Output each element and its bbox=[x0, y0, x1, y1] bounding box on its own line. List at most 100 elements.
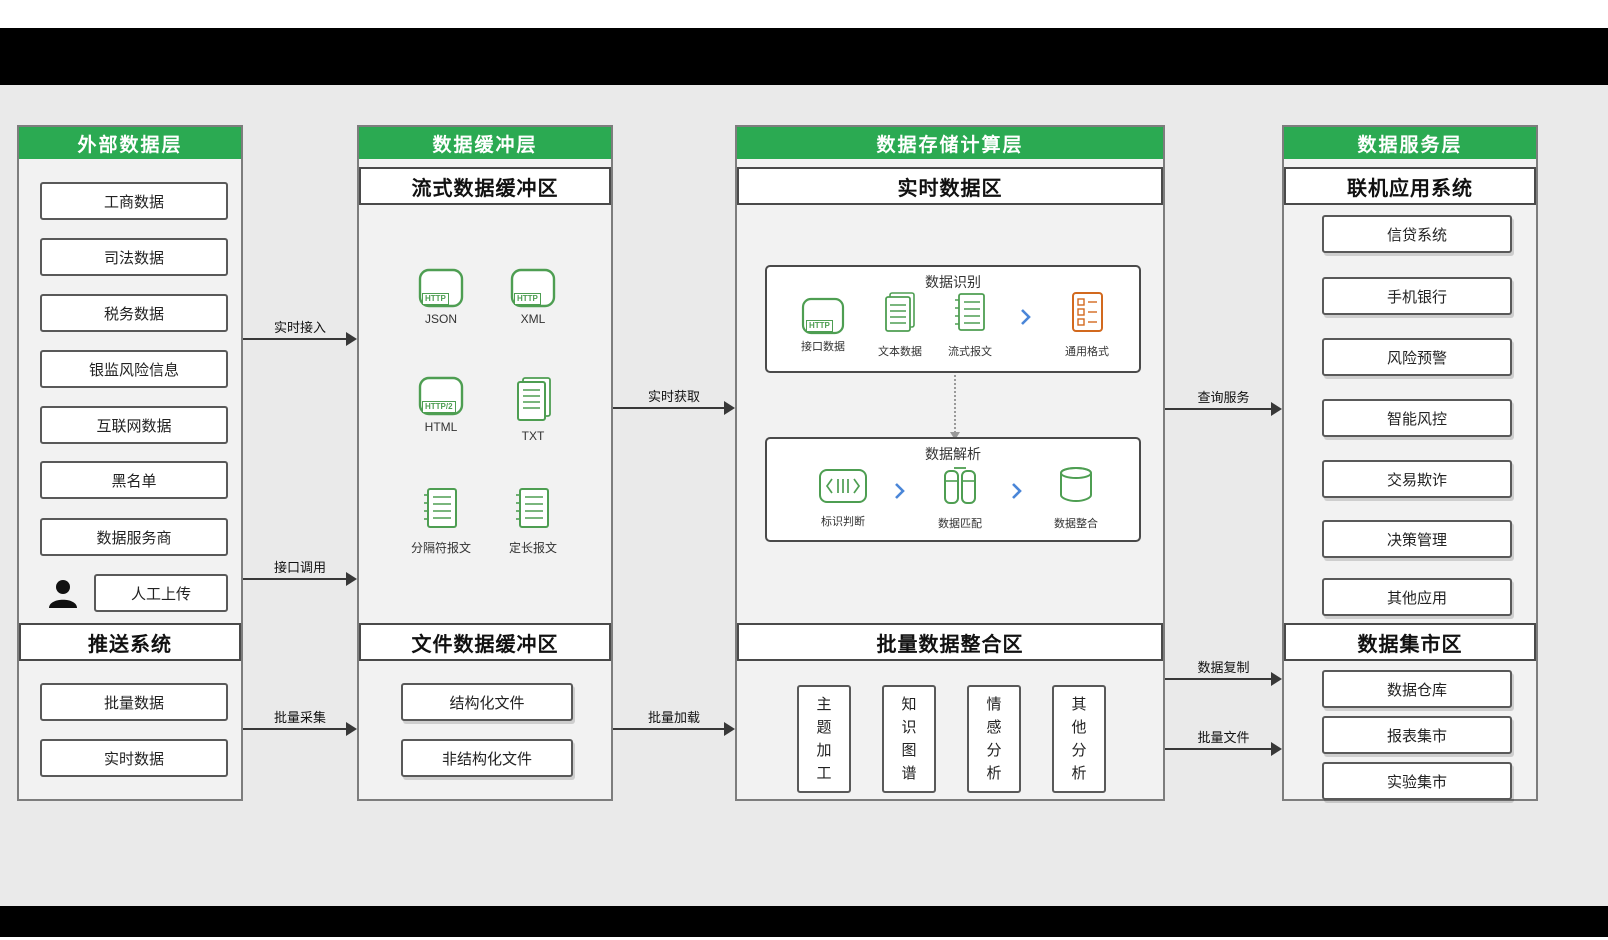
txt-format-item: TXT bbox=[489, 375, 577, 443]
data-buffer-layer-column: 数据缓冲层 流式数据缓冲区 HTTP JSON HTTP XML HTTP/2 … bbox=[357, 125, 613, 801]
data-mart-subheader: 数据集市区 bbox=[1284, 623, 1536, 661]
txt-label: TXT bbox=[521, 429, 545, 443]
json-format-item: HTTP JSON bbox=[397, 267, 485, 326]
html-label: HTML bbox=[424, 420, 458, 434]
online-app-risk-warning: 风险预警 bbox=[1322, 338, 1512, 376]
arrow-label: 查询服务 bbox=[1197, 390, 1250, 405]
stream-buffer-subheader: 流式数据缓冲区 bbox=[359, 167, 611, 205]
arrow-label: 实时获取 bbox=[647, 389, 700, 404]
text-data-icon bbox=[881, 291, 919, 340]
push-system-subheader: 推送系统 bbox=[19, 623, 241, 661]
data-merge-item: 数据整合 bbox=[1038, 463, 1114, 531]
data-recognition-title: 数据识别 bbox=[925, 274, 981, 290]
online-app-transaction-fraud: 交易欺诈 bbox=[1322, 460, 1512, 498]
batch-item-knowledge-graph: 知识图谱 bbox=[882, 685, 936, 793]
data-merge-label: 数据整合 bbox=[1054, 518, 1098, 530]
file-buffer-subheader: 文件数据缓冲区 bbox=[359, 623, 611, 661]
delimiter-message-icon bbox=[420, 485, 462, 536]
data-recognition-panel: 数据识别 HTTP 接口数据 文本数据 bbox=[765, 265, 1141, 373]
interface-data-label: 接口数据 bbox=[801, 341, 845, 353]
data-buffer-layer-header: 数据缓冲层 bbox=[359, 127, 611, 159]
online-apps-subheader: 联机应用系统 bbox=[1284, 167, 1536, 205]
file-item-unstructured: 非结构化文件 bbox=[401, 739, 573, 777]
arrow-label: 批量文件 bbox=[1197, 730, 1250, 745]
http-badge: HTTP bbox=[422, 293, 449, 305]
online-app-decision-mgmt: 决策管理 bbox=[1322, 520, 1512, 558]
online-app-other-apps: 其他应用 bbox=[1322, 578, 1512, 616]
xml-icon: HTTP bbox=[509, 267, 557, 309]
fixed-length-message-label: 定长报文 bbox=[508, 541, 557, 555]
data-match-label: 数据匹配 bbox=[938, 518, 982, 530]
interface-data-icon: HTTP bbox=[801, 297, 845, 335]
interface-data-item: HTTP 接口数据 bbox=[786, 297, 860, 354]
chevron-right-icon bbox=[1010, 481, 1024, 506]
bottom-black-bar bbox=[0, 906, 1608, 937]
text-data-label: 文本数据 bbox=[878, 346, 922, 358]
online-app-smart-risk-ctrl: 智能风控 bbox=[1322, 399, 1512, 437]
data-match-icon bbox=[938, 463, 982, 512]
person-icon bbox=[45, 576, 81, 617]
external-item-business-data: 工商数据 bbox=[40, 182, 228, 220]
manual-upload-box: 人工上传 bbox=[94, 574, 228, 612]
external-data-layer-column: 外部数据层 工商数据 司法数据 税务数据 银监风险信息 互联网数据 黑名单 数据… bbox=[17, 125, 243, 801]
arrow-query-service: 查询服务 bbox=[1165, 390, 1282, 423]
common-format-label: 通用格式 bbox=[1065, 346, 1109, 358]
arrow-realtime-access: 实时接入 bbox=[243, 320, 357, 353]
batch-item-other-analysis: 其他分析 bbox=[1052, 685, 1106, 793]
push-item-realtime-data: 实时数据 bbox=[40, 739, 228, 777]
file-item-structured: 结构化文件 bbox=[401, 683, 573, 721]
arrow-batch-file: 批量文件 bbox=[1165, 730, 1282, 763]
text-data-item: 文本数据 bbox=[863, 291, 937, 359]
id-judge-item: 标识判断 bbox=[805, 467, 881, 529]
data-service-layer-column: 数据服务层 联机应用系统 信贷系统 手机银行 风险预警 智能风控 交易欺诈 决策… bbox=[1282, 125, 1538, 801]
xml-label: XML bbox=[520, 312, 546, 326]
top-black-bar bbox=[0, 28, 1608, 85]
id-judge-icon bbox=[818, 467, 868, 510]
id-judge-label: 标识判断 bbox=[821, 516, 865, 528]
fixed-length-message-icon bbox=[512, 485, 554, 536]
xml-format-item: HTTP XML bbox=[489, 267, 577, 326]
mart-item-experiment-mart: 实验集市 bbox=[1322, 762, 1512, 800]
arrow-label: 接口调用 bbox=[273, 560, 326, 575]
online-app-credit-system: 信贷系统 bbox=[1322, 215, 1512, 253]
arrow-batch-collect: 批量采集 bbox=[243, 710, 357, 743]
delimiter-message-item: 分隔符报文 bbox=[397, 485, 485, 556]
common-format-item: 通用格式 bbox=[1050, 291, 1124, 359]
arrow-data-copy: 数据复制 bbox=[1165, 660, 1282, 693]
json-label: JSON bbox=[424, 312, 457, 326]
stream-message-icon bbox=[951, 291, 989, 340]
http-badge: HTTP bbox=[806, 320, 833, 332]
arrow-batch-load: 批量加载 bbox=[613, 710, 735, 743]
txt-icon bbox=[512, 375, 554, 426]
external-data-layer-header: 外部数据层 bbox=[19, 127, 241, 159]
chevron-right-icon bbox=[893, 481, 907, 506]
arrow-label: 数据复制 bbox=[1197, 660, 1250, 675]
dotted-arrow-down-icon bbox=[950, 375, 960, 440]
data-parsing-title: 数据解析 bbox=[925, 446, 981, 462]
mart-item-data-warehouse: 数据仓库 bbox=[1322, 670, 1512, 708]
http-badge: HTTP bbox=[514, 293, 541, 305]
json-icon: HTTP bbox=[417, 267, 465, 309]
arrow-label: 批量采集 bbox=[273, 710, 326, 725]
storage-computing-layer-header: 数据存储计算层 bbox=[737, 127, 1163, 159]
realtime-zone-subheader: 实时数据区 bbox=[737, 167, 1163, 205]
html-icon: HTTP/2 bbox=[417, 375, 465, 417]
external-item-data-provider: 数据服务商 bbox=[40, 518, 228, 556]
external-item-judicial-data: 司法数据 bbox=[40, 238, 228, 276]
stream-message-item: 流式报文 bbox=[933, 291, 1007, 359]
arrow-label: 实时接入 bbox=[273, 320, 326, 335]
data-parsing-panel: 数据解析 标识判断 bbox=[765, 437, 1141, 542]
external-item-blacklist: 黑名单 bbox=[40, 461, 228, 499]
arrow-label: 批量加载 bbox=[647, 710, 700, 725]
storage-computing-layer-column: 数据存储计算层 实时数据区 数据识别 HTTP 接口数据 bbox=[735, 125, 1165, 801]
common-format-icon bbox=[1068, 291, 1106, 340]
http2-badge: HTTP/2 bbox=[422, 401, 456, 413]
delimiter-message-label: 分隔符报文 bbox=[410, 541, 471, 555]
push-item-batch-data: 批量数据 bbox=[40, 683, 228, 721]
online-app-mobile-banking: 手机银行 bbox=[1322, 277, 1512, 315]
batch-item-sentiment-analysis: 情感分析 bbox=[967, 685, 1021, 793]
arrow-api-call: 接口调用 bbox=[243, 560, 357, 593]
batch-item-topic-processing: 主题加工 bbox=[797, 685, 851, 793]
arrow-realtime-fetch: 实时获取 bbox=[613, 389, 735, 422]
mart-item-report-mart: 报表集市 bbox=[1322, 716, 1512, 754]
